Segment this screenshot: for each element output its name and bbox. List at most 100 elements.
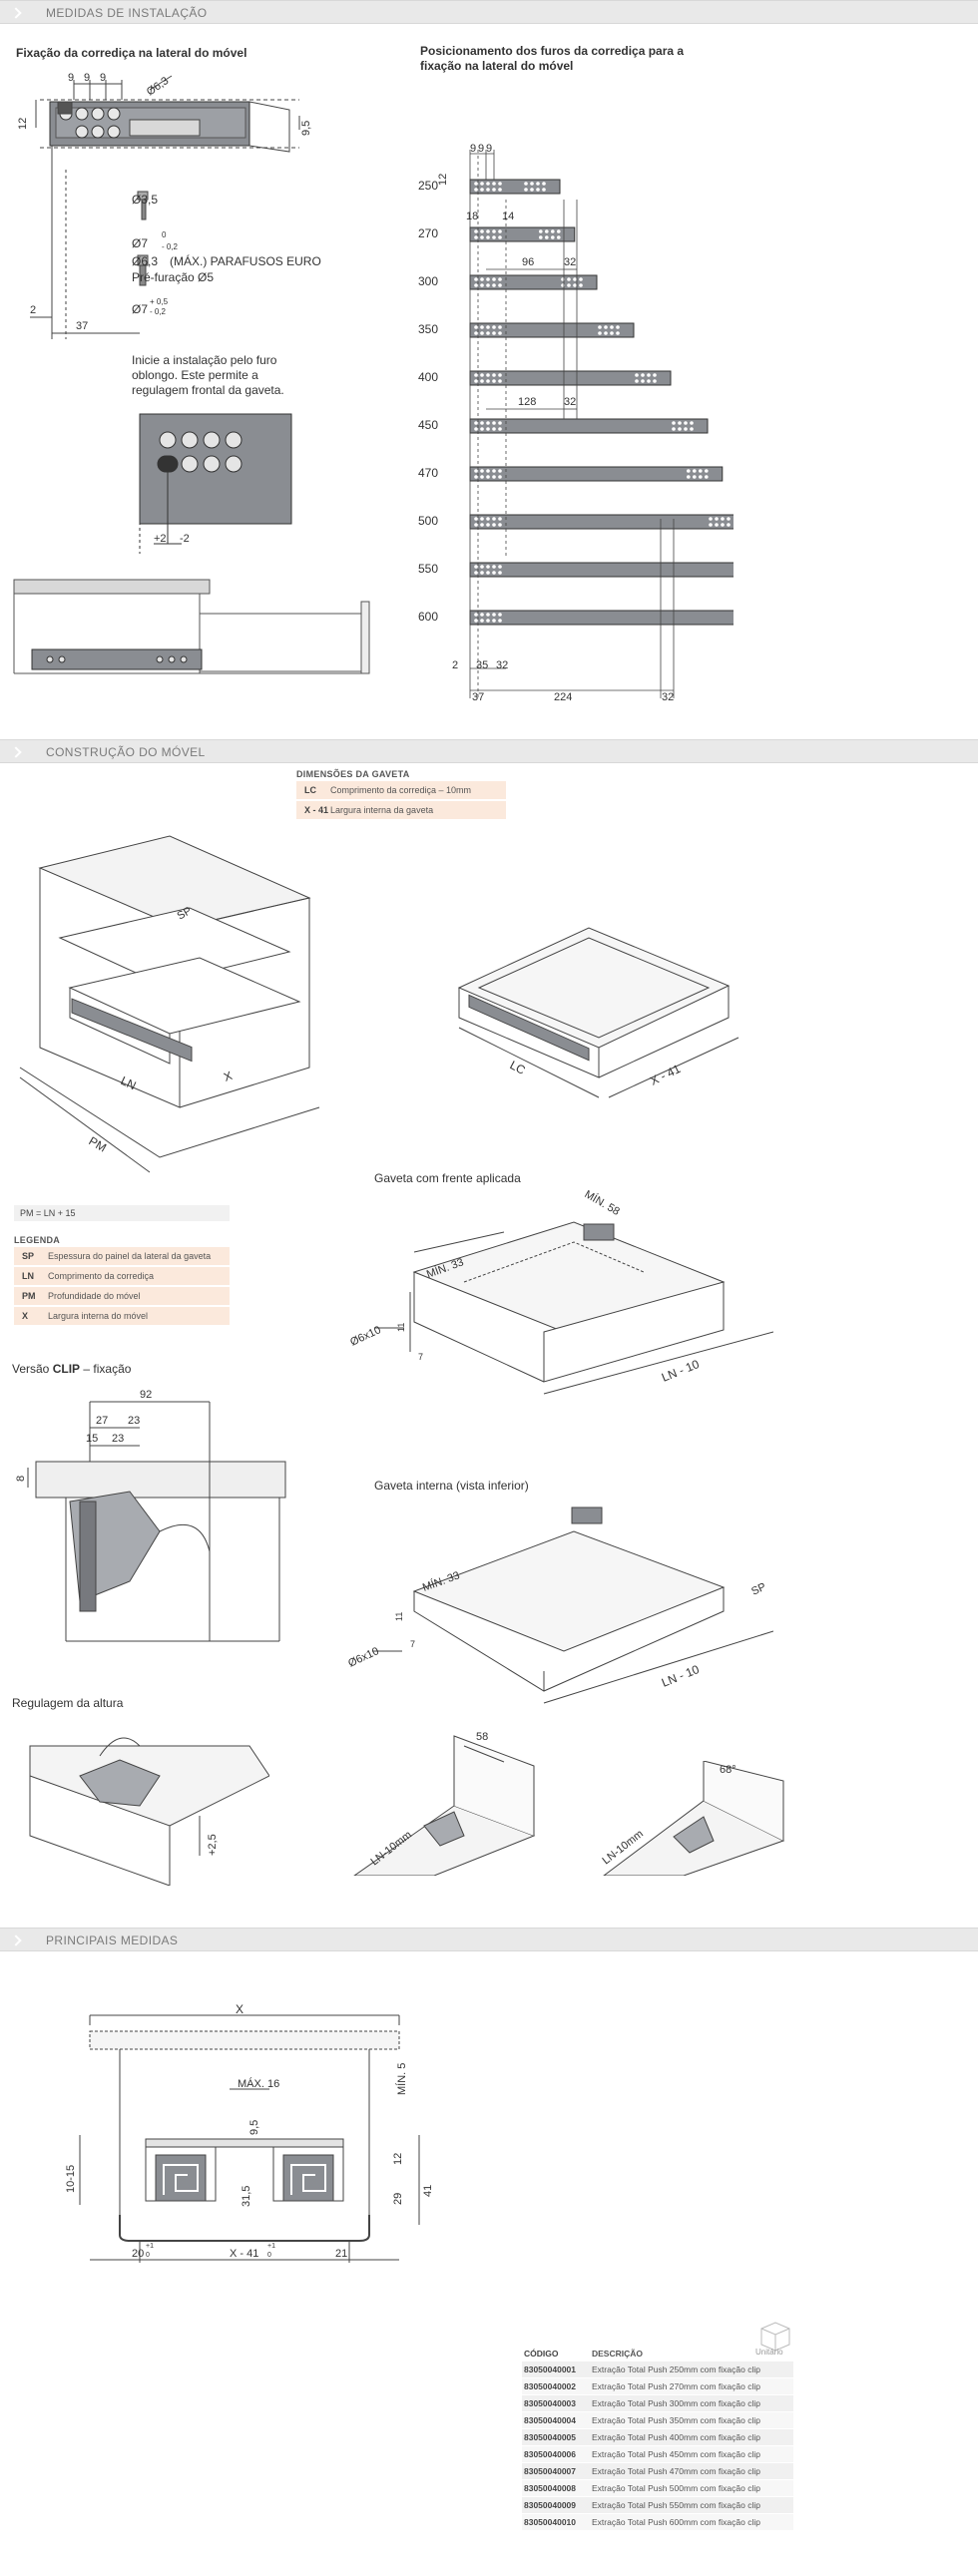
clip-detail-2: 68° LN-10mm — [600, 1761, 785, 1876]
h-plus-2-5: +2,5 — [207, 1834, 219, 1856]
slide-hole — [480, 229, 484, 233]
slide-hole — [492, 571, 496, 575]
slide-hole — [492, 283, 496, 287]
slide-hole — [727, 523, 731, 527]
slide-hole — [672, 427, 676, 431]
slide-hole — [498, 469, 502, 473]
mm-x: X — [236, 2002, 244, 2016]
rt-bottom-224: 224 — [554, 691, 572, 703]
slide-hole — [492, 421, 496, 425]
slide-hole — [480, 571, 484, 575]
dim-2: 2 — [30, 304, 36, 316]
section-header-construction: CONSTRUÇÃO DO MÓVEL — [0, 739, 978, 763]
af-dia: Ø6x10 — [348, 1324, 382, 1349]
mm-x-41: X - 41 — [230, 2248, 258, 2260]
slide-hole — [480, 619, 484, 623]
slide-hole — [610, 325, 614, 329]
inner-drawer-title: Gaveta interna (vista inferior) — [374, 1479, 529, 1493]
slide-hole — [486, 277, 490, 281]
slide-hole — [474, 517, 478, 521]
slide-hole — [653, 373, 657, 377]
unit-label: Unitário — [755, 2348, 783, 2357]
slide-hole — [635, 379, 639, 383]
slide-hole — [551, 235, 555, 239]
tol-b: - 0,2 — [162, 242, 179, 251]
slide-hole — [635, 373, 639, 377]
slide-hole — [486, 475, 490, 479]
slide-hole — [536, 188, 540, 192]
slide-size-label: 500 — [418, 514, 438, 528]
table-header: CÓDIGO DESCRIÇÃO — [522, 2347, 793, 2361]
product-code: 83050040005 — [524, 2432, 577, 2442]
product-code: 83050040010 — [524, 2517, 577, 2527]
slide-hole — [474, 277, 478, 281]
slide-hole — [641, 373, 645, 377]
clip-detail-1: 58 LN-10mm — [353, 1731, 536, 1876]
product-desc: Extração Total Push 300mm com fixação cl… — [592, 2398, 760, 2408]
dim-9-a: 9 — [68, 72, 74, 84]
mm-x-41-tol-b: 0 — [267, 2252, 271, 2259]
slide-hole — [539, 229, 543, 233]
slide-hole — [492, 613, 496, 617]
dim-37: 37 — [76, 320, 88, 332]
slide-hole — [687, 469, 691, 473]
slide-hole — [492, 523, 496, 527]
drawer-side-view — [13, 579, 370, 674]
slide-hole — [709, 523, 713, 527]
clip-92: 92 — [140, 1389, 152, 1401]
product-desc: Extração Total Push 350mm com fixação cl… — [592, 2415, 760, 2425]
slide-hole — [557, 235, 561, 239]
slide-hole — [474, 565, 478, 569]
slide-hole — [474, 182, 478, 186]
slide-hole — [498, 283, 502, 287]
slide-hole — [480, 331, 484, 335]
rt-bottom-35: 35 — [476, 659, 488, 671]
mm-31-5: 31,5 — [241, 2186, 252, 2207]
section-title: PRINCIPAIS MEDIDAS — [46, 1933, 179, 1947]
slide-hole — [598, 331, 602, 335]
slide-hole — [498, 613, 502, 617]
slide-hole — [486, 421, 490, 425]
slide-hole — [492, 379, 496, 383]
dim-dia-7-top: Ø7 — [132, 236, 148, 250]
slide-hole — [498, 235, 502, 239]
slide-hole — [573, 277, 577, 281]
iso-x: X — [222, 1069, 234, 1084]
box-icon — [760, 2322, 790, 2352]
iso-lc: LC — [508, 1058, 528, 1077]
slide-hole — [690, 421, 694, 425]
slide-hole — [498, 475, 502, 479]
clip-27: 27 — [96, 1415, 108, 1427]
slide-size-label: 470 — [418, 466, 438, 480]
dim-9-5: 9,5 — [300, 121, 312, 136]
slide-hole — [498, 517, 502, 521]
slide-hole — [551, 229, 555, 233]
slide-hole — [480, 469, 484, 473]
install-note-2: oblongo. Este permite a — [132, 368, 258, 382]
slide-hole — [690, 427, 694, 431]
inner-drawer-drawing: MÍN. 33 SP 11 7 Ø6x10 LN - 10 — [346, 1506, 773, 1704]
slide-fixing-drawing: 9 9 9 Ø6,3 12 9,5 Ø3,5 Ø7 0 - 0,2 Ø6,3 (… — [17, 72, 321, 339]
slide-hole — [474, 188, 478, 192]
slide-hole — [474, 331, 478, 335]
col-desc: DESCRIÇÃO — [592, 2349, 644, 2359]
slide-hole — [524, 188, 528, 192]
slide-hole — [709, 517, 713, 521]
slide-hole — [498, 427, 502, 431]
slide-row: 300 — [418, 274, 598, 290]
slide-hole — [474, 613, 478, 617]
drawer-dimensions-head: DIMENSÕES DA GAVETA — [296, 769, 410, 779]
rt-bottom-37: 37 — [472, 691, 484, 703]
slide-hole — [715, 517, 719, 521]
slide-hole — [486, 235, 490, 239]
slide-size-label: 250 — [418, 179, 438, 193]
slide-hole — [486, 571, 490, 575]
af-min-58: MÍN. 58 — [583, 1187, 623, 1218]
height-adjust-drawing: +2,5 — [29, 1737, 269, 1886]
rt-dim-18: 18 — [466, 211, 478, 222]
